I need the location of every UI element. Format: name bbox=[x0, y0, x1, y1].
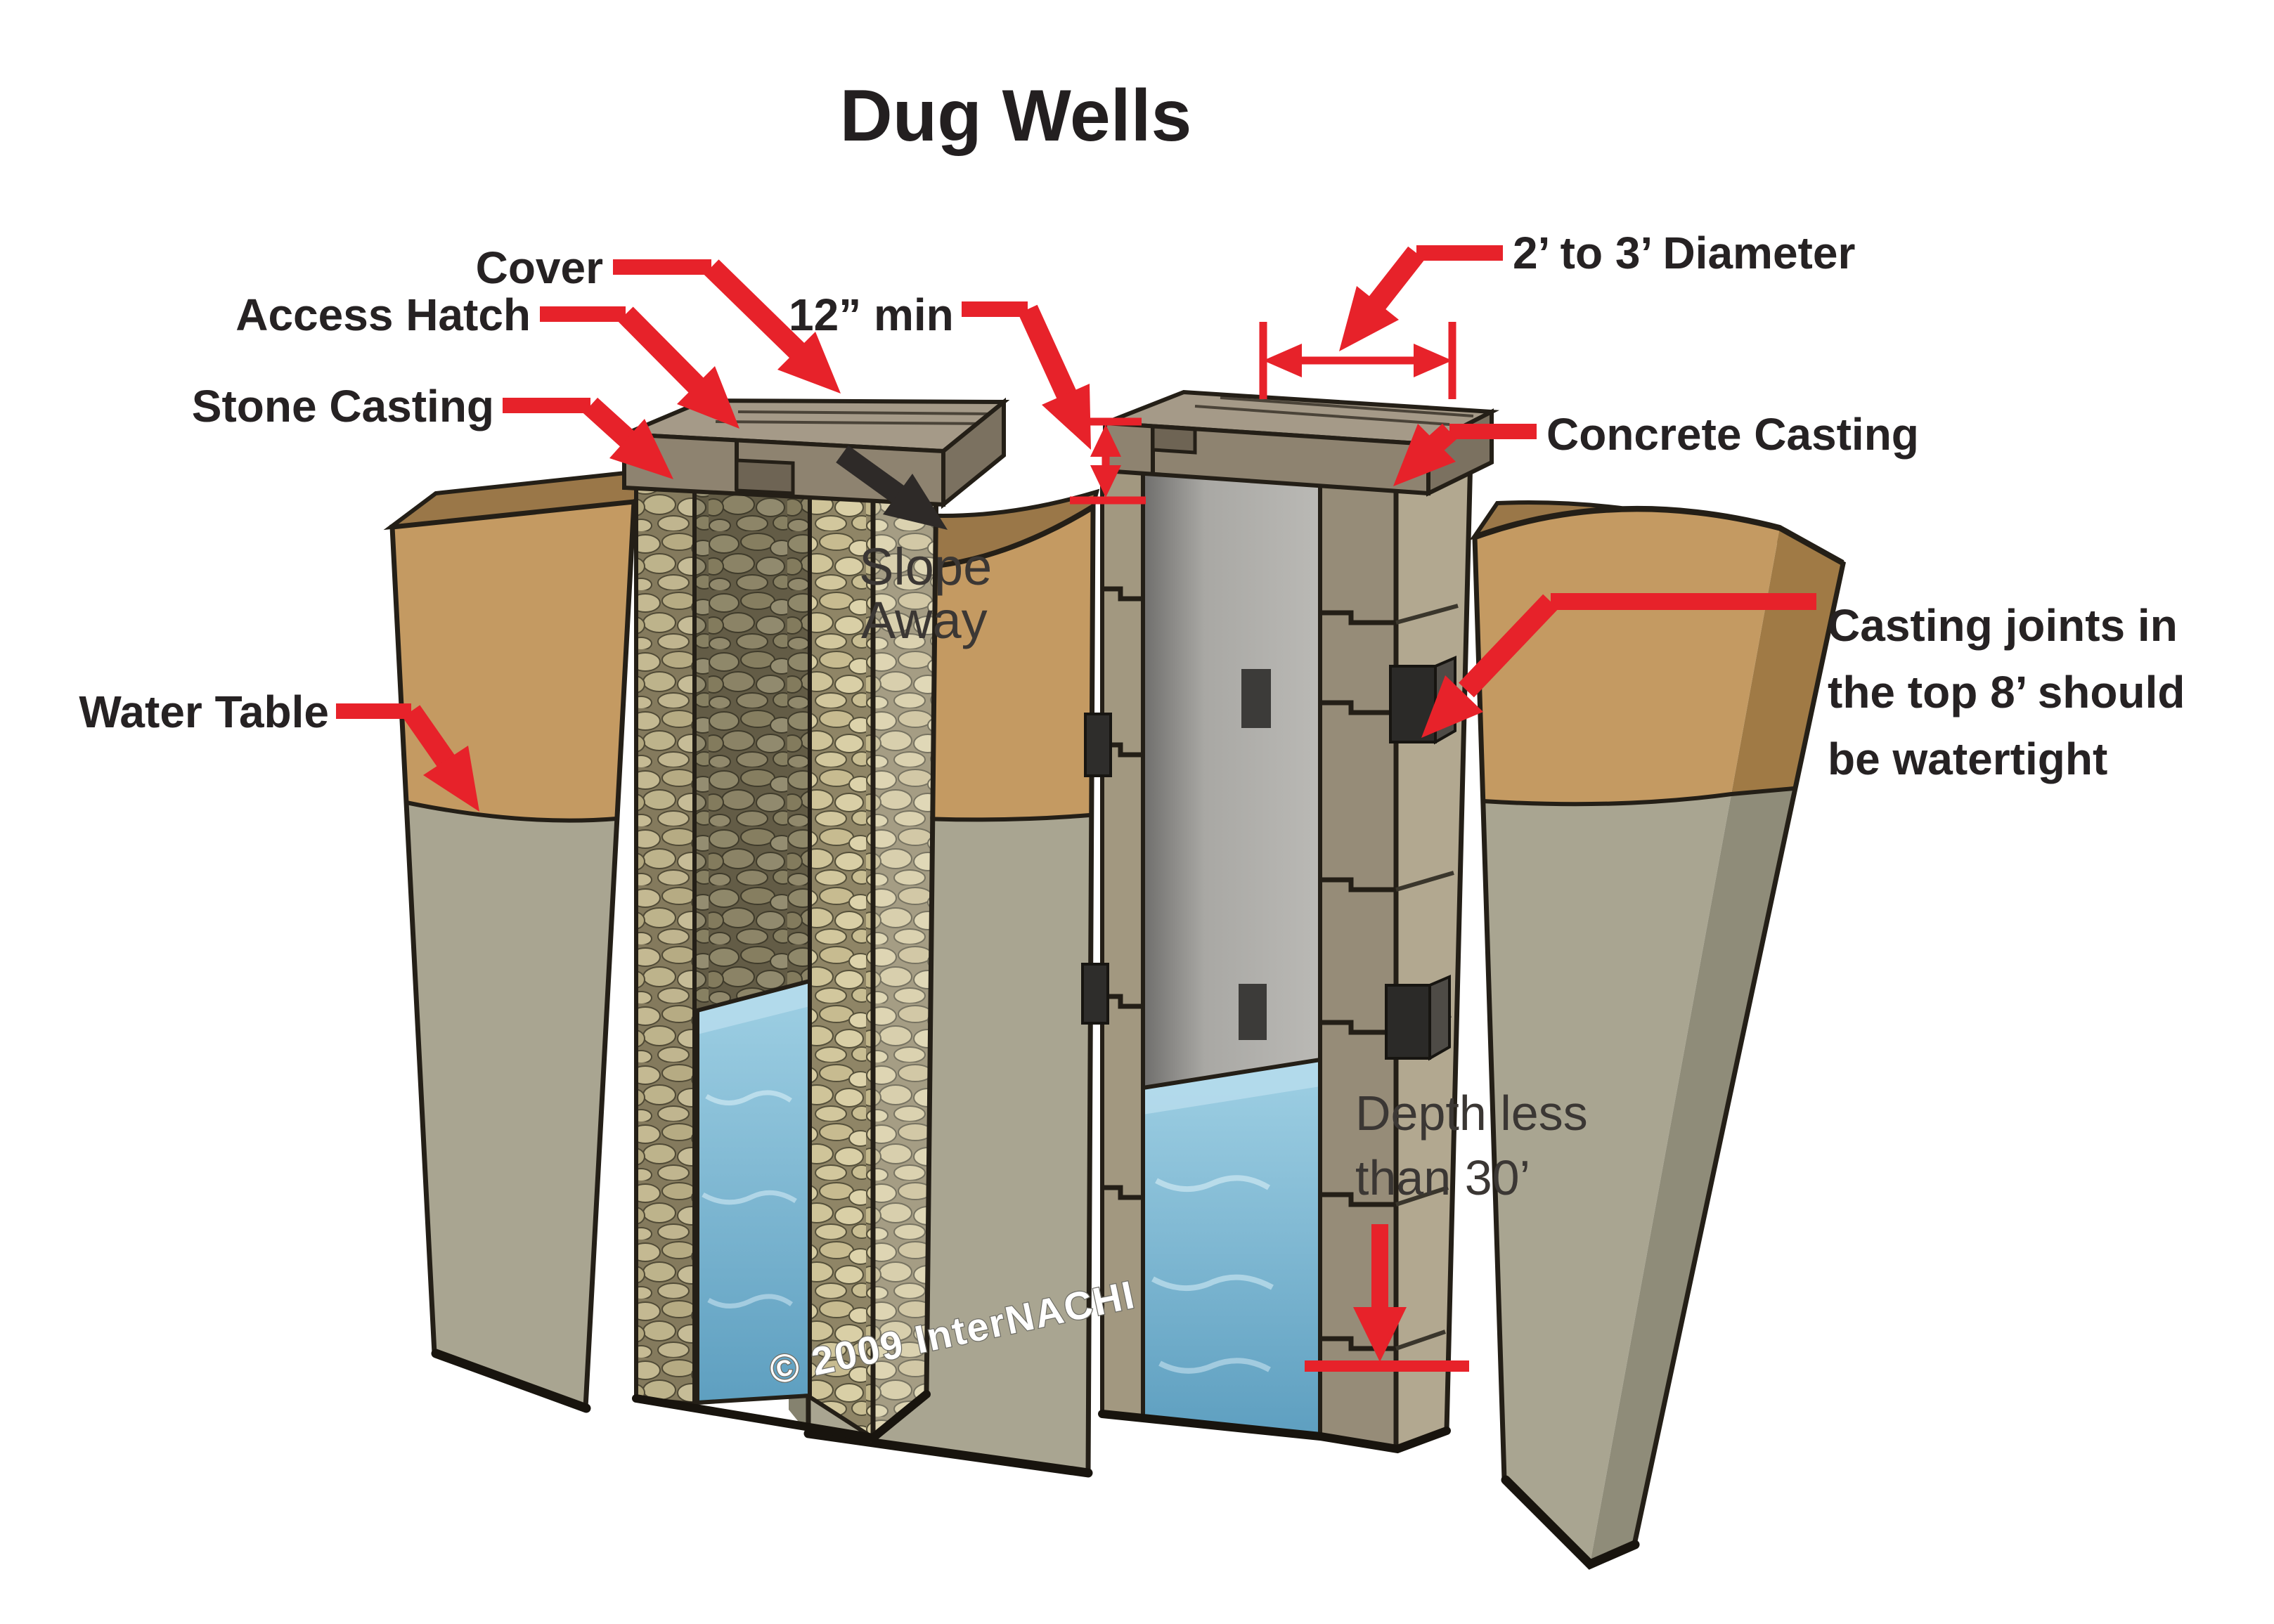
annotations bbox=[336, 245, 1816, 1372]
stone-well-cover bbox=[622, 397, 1010, 509]
water-table-arrow bbox=[336, 703, 479, 812]
slope-away-arrow-icon bbox=[836, 445, 948, 530]
cover-arrow bbox=[613, 259, 841, 394]
casting-joint-lines-left bbox=[1102, 586, 1143, 1200]
water-table-boundary bbox=[1482, 786, 1795, 807]
stone-casting-arrow bbox=[503, 397, 673, 479]
depth-arrow bbox=[1305, 1224, 1469, 1372]
label-access-hatch: Access Hatch bbox=[235, 290, 531, 340]
ground-bottom-edges bbox=[431, 1349, 1640, 1570]
joint-clamp-inner bbox=[1239, 984, 1267, 1040]
label-depth-2: than 30’ bbox=[1355, 1150, 1530, 1205]
dimension-diameter bbox=[1259, 322, 1456, 399]
label-cover: Cover bbox=[476, 242, 603, 293]
soil-block-left bbox=[389, 499, 637, 1411]
soil-block-right bbox=[1472, 507, 1846, 1567]
label-diameter: 2’ to 3’ Diameter bbox=[1513, 228, 1855, 278]
joint-clamp bbox=[1084, 713, 1112, 777]
page-title: Dug Wells bbox=[840, 75, 1192, 157]
water-table-boundary bbox=[406, 800, 617, 823]
access-hatch-arrow bbox=[540, 306, 739, 429]
label-casting-joints-1: Casting joints in bbox=[1828, 600, 2178, 651]
joint-clamp-inner bbox=[1241, 669, 1271, 728]
label-casting-joints-3: be watertight bbox=[1828, 734, 2107, 784]
twelve-min-arrow bbox=[962, 301, 1091, 450]
label-concrete-casting: Concrete Casting bbox=[1546, 409, 1919, 460]
label-stone-casting: Stone Casting bbox=[192, 381, 494, 431]
stone-well bbox=[622, 397, 1010, 1443]
casting-joints-arrow bbox=[1421, 593, 1816, 738]
dimension-12in bbox=[1070, 417, 1146, 505]
joint-clamp bbox=[1385, 974, 1451, 1061]
stone-well-water bbox=[695, 978, 812, 1405]
label-depth-1: Depth less bbox=[1355, 1086, 1588, 1141]
label-casting-joints-2: the top 8’ should bbox=[1828, 667, 2185, 717]
concrete-well-water bbox=[1141, 1057, 1322, 1438]
diameter-arrow bbox=[1339, 245, 1503, 351]
concrete-well bbox=[1081, 389, 1500, 1454]
label-12-min: 12” min bbox=[789, 290, 954, 340]
casting-joint-lines-right bbox=[1320, 610, 1396, 1351]
label-slope-away-2: Away bbox=[861, 591, 988, 649]
label-water-table: Water Table bbox=[79, 687, 329, 737]
label-slope-away-1: Slope bbox=[859, 538, 992, 596]
joint-clamp bbox=[1081, 963, 1109, 1025]
concrete-casting-arrow bbox=[1393, 423, 1537, 486]
